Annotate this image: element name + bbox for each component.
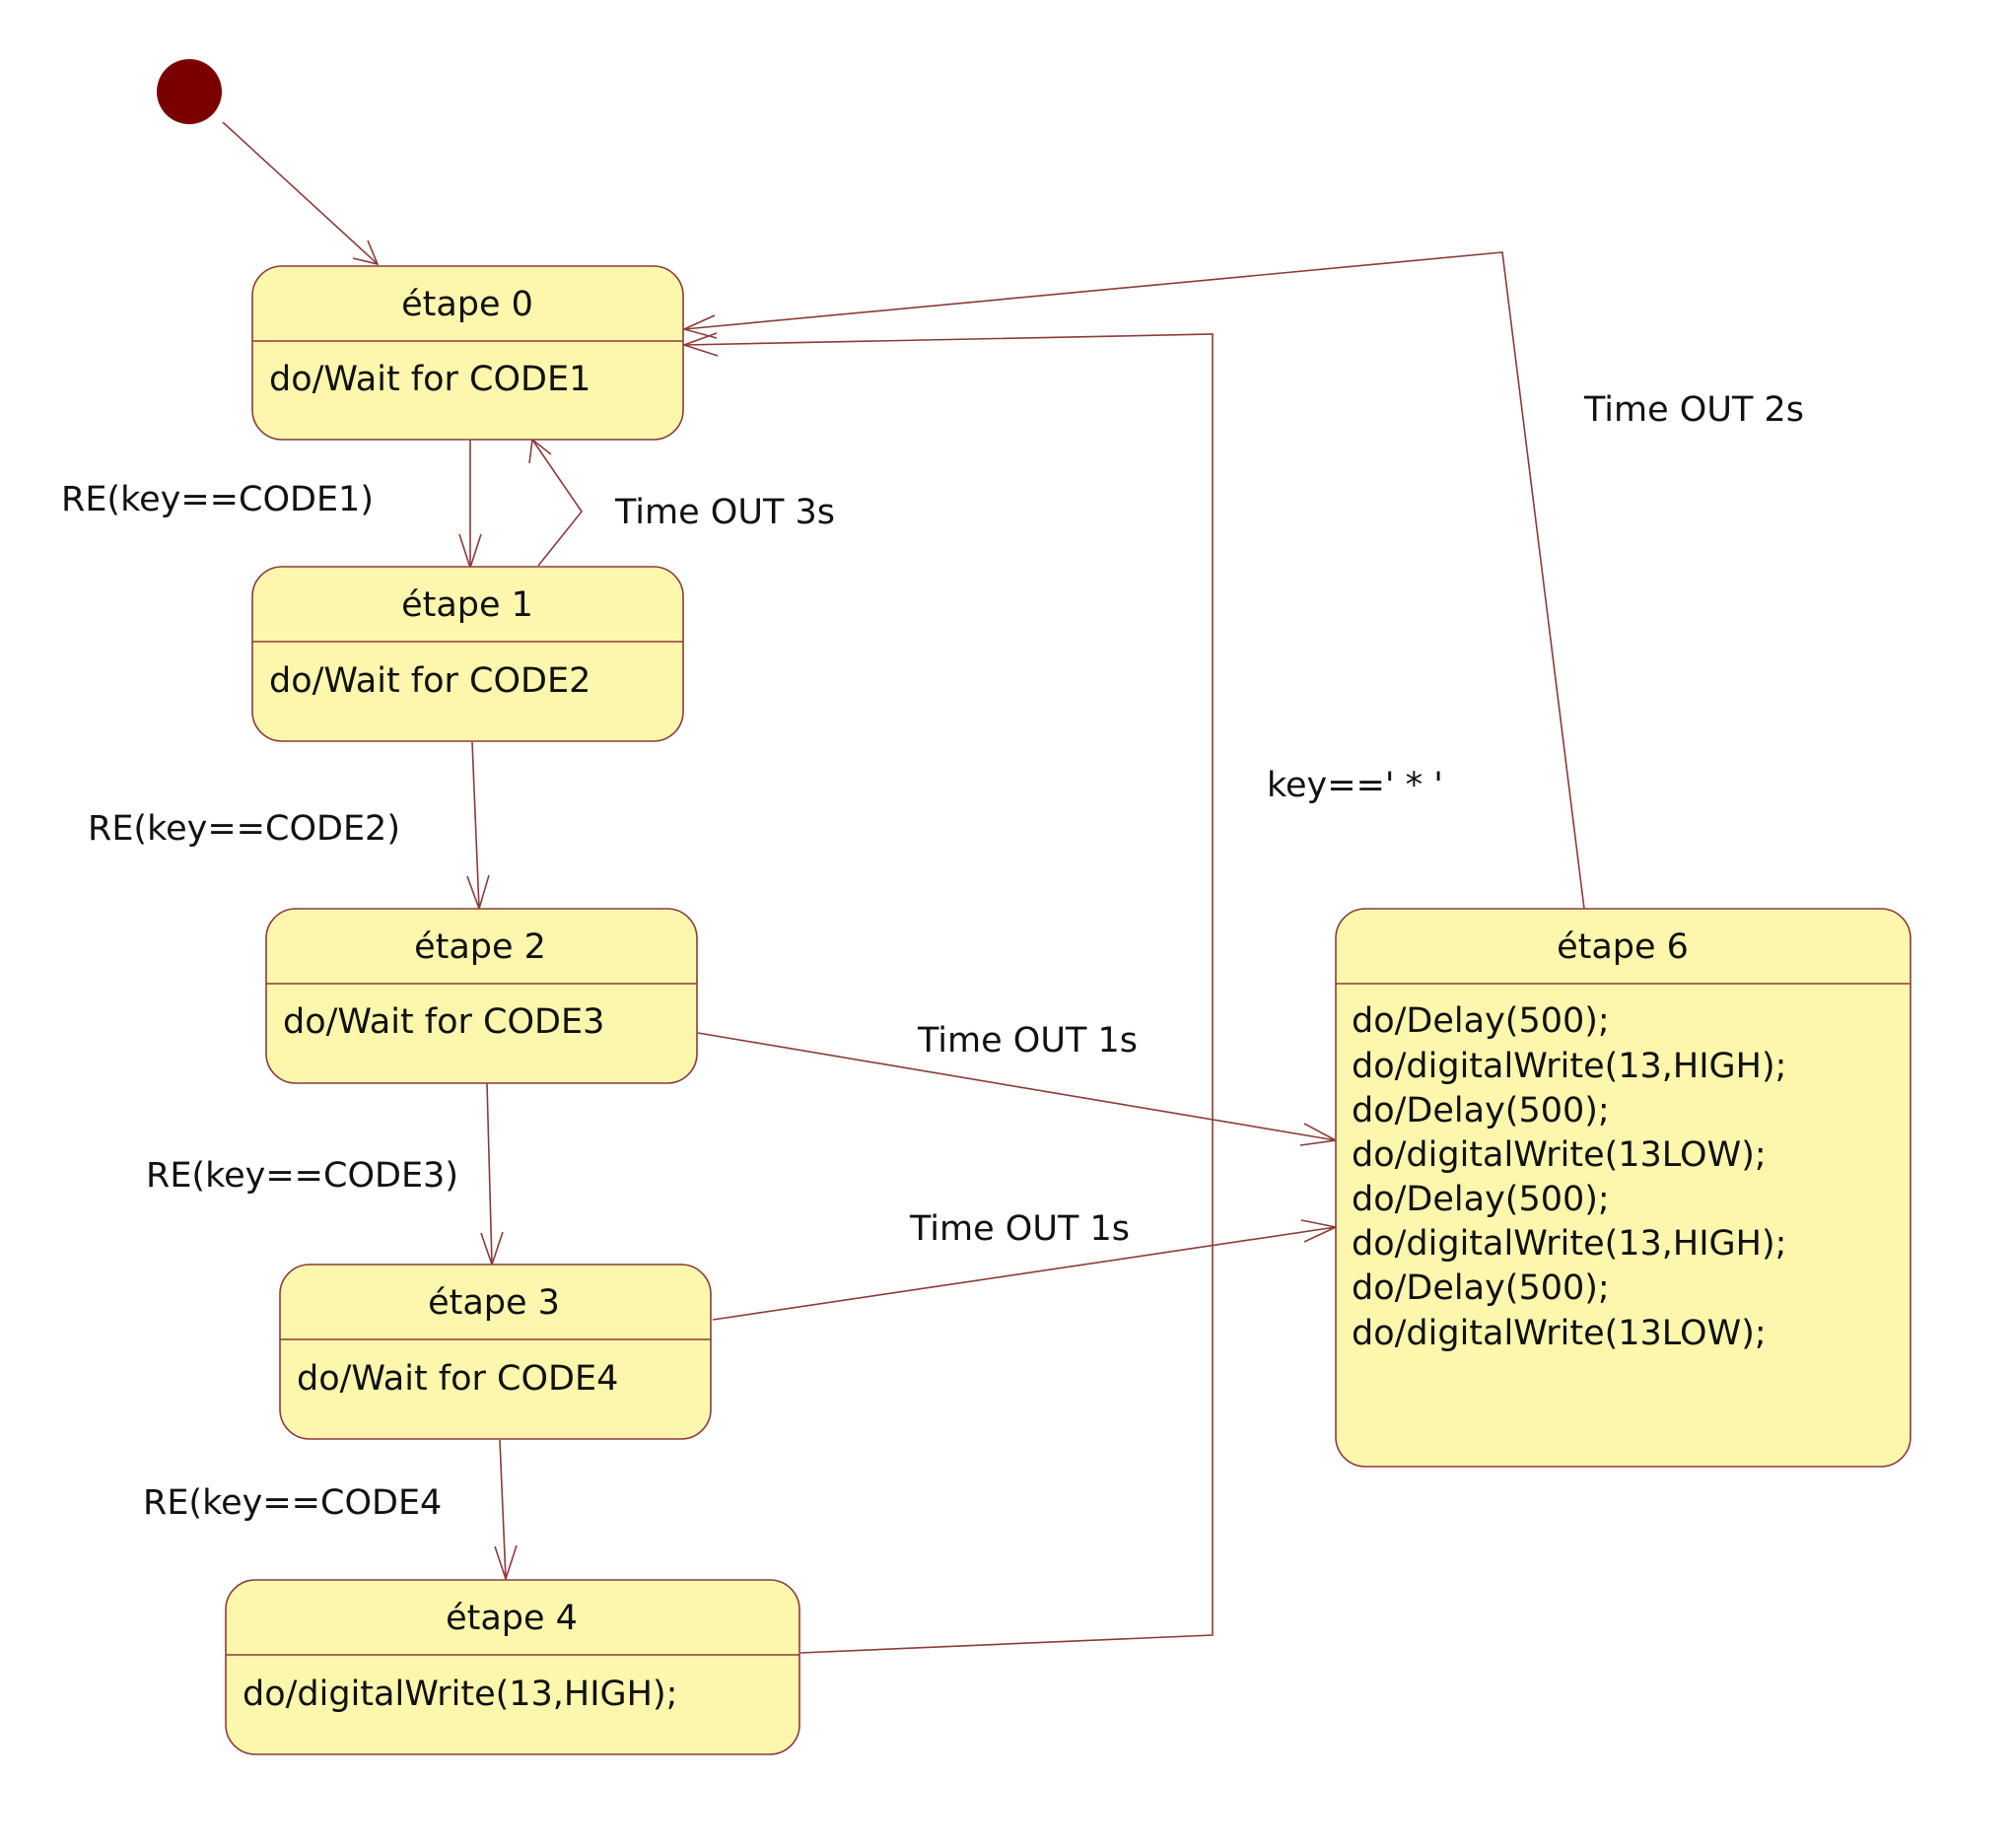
state-s2-name: étape 2 <box>414 927 546 967</box>
state-s2: étape 2 do/Wait for CODE3 <box>265 908 698 1084</box>
state-s6-box <box>1335 908 1911 1468</box>
state-s0-name: étape 0 <box>401 285 533 324</box>
state-s4-action: do/digitalWrite(13,HIGH); <box>243 1675 677 1714</box>
state-s1: étape 1 do/Wait for CODE2 <box>251 566 684 742</box>
state-s3-action: do/Wait for CODE4 <box>297 1359 618 1399</box>
label-t12: RE(key==CODE2) <box>88 809 400 849</box>
label-t34: RE(key==CODE4 <box>143 1483 442 1523</box>
state-s1-box <box>251 566 684 742</box>
edge-s1-to-s0 <box>531 439 583 567</box>
state-s6-action: do/digitalWrite(13LOW); <box>1352 1314 1767 1353</box>
state-s6: étape 6 do/Delay(500); do/digitalWrite(1… <box>1335 908 1911 1468</box>
edge-labels: RE(key==CODE1) Time OUT 3s RE(key==CODE2… <box>61 390 1804 1523</box>
edge-s1-to-s2 <box>471 741 480 910</box>
state-s3-name: étape 3 <box>428 1283 560 1323</box>
state-s6-action: do/Delay(500); <box>1352 1091 1610 1130</box>
arrowhead-s3-to-s4 <box>494 1544 518 1582</box>
state-s2-action: do/Wait for CODE3 <box>283 1002 604 1042</box>
label-t60: Time OUT 2s <box>1583 390 1804 430</box>
state-s4-box <box>225 1579 800 1755</box>
edge-s2-to-s6 <box>697 1032 1337 1141</box>
state-s6-name: étape 6 <box>1557 927 1689 967</box>
state-s4: étape 4 do/digitalWrite(13,HIGH); <box>225 1579 800 1755</box>
label-t01: RE(key==CODE1) <box>61 480 374 519</box>
state-s0-action: do/Wait for CODE1 <box>269 360 590 399</box>
state-s3-box <box>279 1264 712 1440</box>
state-s6-action: do/Delay(500); <box>1352 1180 1610 1219</box>
arrowhead-s6-to-s0 <box>681 314 718 339</box>
edge-s2-to-s3 <box>486 1082 493 1266</box>
label-t40: key==' * ' <box>1267 766 1443 805</box>
state-s6-action: do/Delay(500); <box>1352 1001 1610 1041</box>
label-t26: Time OUT 1s <box>917 1021 1138 1061</box>
label-t10: Time OUT 3s <box>614 493 835 532</box>
initial-node <box>157 59 222 124</box>
state-s4-name: étape 4 <box>446 1599 578 1638</box>
state-s6-action: do/Delay(500); <box>1352 1268 1610 1308</box>
arrowhead-s2-to-s6 <box>1299 1123 1339 1146</box>
state-s6-action: do/digitalWrite(13,HIGH); <box>1352 1224 1786 1264</box>
state-s2-box <box>265 908 698 1084</box>
state-s6-action: do/digitalWrite(13LOW); <box>1352 1135 1767 1175</box>
state-s1-name: étape 1 <box>401 585 533 625</box>
arrowhead-s4-to-s0 <box>681 332 719 357</box>
edge-initial-to-s0 <box>222 121 379 265</box>
state-s0: étape 0 do/Wait for CODE1 <box>251 265 684 441</box>
label-t36: Time OUT 1s <box>909 1209 1130 1249</box>
arrowhead-initial-to-s0 <box>352 240 380 266</box>
edge-s3-to-s4 <box>499 1439 507 1580</box>
state-s0-box <box>251 265 684 441</box>
edge-s4-to-s0 <box>683 333 1214 1654</box>
edges <box>222 121 1585 1654</box>
edge-s3-to-s6 <box>712 1226 1337 1321</box>
state-s6-action: do/digitalWrite(13,HIGH); <box>1352 1047 1786 1086</box>
state-s3: étape 3 do/Wait for CODE4 <box>279 1264 712 1440</box>
label-t23: RE(key==CODE3) <box>146 1156 458 1196</box>
edge-s6-to-s0 <box>683 251 1585 910</box>
state-s1-action: do/Wait for CODE2 <box>269 661 590 701</box>
